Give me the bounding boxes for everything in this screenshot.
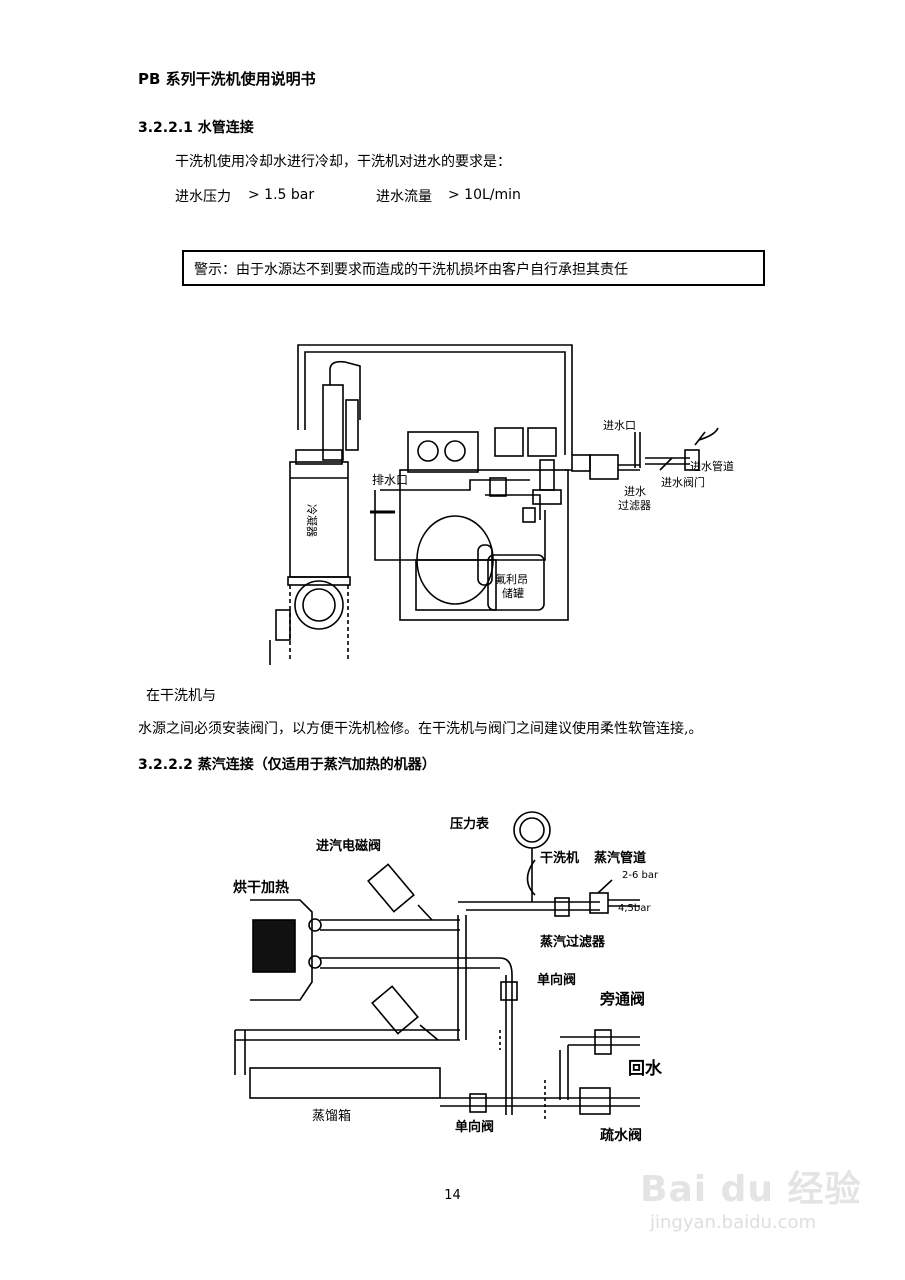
label-inlet-solenoid: 进汽电磁阀 bbox=[316, 838, 381, 854]
label-inlet-filter-line1: 进水 bbox=[624, 485, 646, 498]
label-freon-line1: 氟利昂 bbox=[495, 573, 528, 586]
label-inlet: 进水口 bbox=[603, 419, 636, 432]
label-drain: 排水口 bbox=[372, 473, 408, 487]
label-condenser: 冷凝器 bbox=[305, 504, 319, 537]
pressure-value: > 1.5 bar bbox=[248, 187, 315, 203]
label-machine: 干洗机 bbox=[540, 850, 579, 866]
paragraph-line2: 水源之间必须安装阀门，以方便干洗机检修。在干洗机与阀门之间建议使用柔性软管连接,… bbox=[138, 721, 703, 737]
page-number: 14 bbox=[444, 1188, 461, 1203]
warning-box: 警示：由于水源达不到要求而造成的干洗机损坏由客户自行承担其责任 bbox=[182, 250, 765, 286]
label-range-2: 4,5bar bbox=[618, 903, 651, 914]
label-drain-valve: 疏水阀 bbox=[600, 1127, 642, 1144]
label-check-valve-top: 单向阀 bbox=[537, 972, 576, 988]
warning-text: 警示：由于水源达不到要求而造成的干洗机损坏由客户自行承担其责任 bbox=[194, 262, 628, 278]
pressure-label: 进水压力 bbox=[175, 189, 231, 205]
flow-label: 进水流量 bbox=[376, 189, 432, 205]
label-inlet-filter-line2: 过滤器 bbox=[618, 499, 651, 512]
water-requirements-intro: 干洗机使用冷却水进行冷却，干洗机对进水的要求是： bbox=[175, 154, 511, 170]
label-dryer-heating: 烘干加热 bbox=[233, 879, 289, 896]
label-freon-line2: 储罐 bbox=[502, 586, 524, 600]
baidu-watermark-logo: Bai du 经验 bbox=[640, 1169, 862, 1210]
flow-value: > 10L/min bbox=[448, 187, 521, 203]
section-heading-steam: 3.2.2.2 蒸汽连接（仅适用于蒸汽加热的机器） bbox=[138, 757, 436, 773]
document-header: PB 系列干洗机使用说明书 bbox=[138, 70, 316, 88]
label-steam-filter: 蒸汽过滤器 bbox=[540, 934, 606, 950]
label-distill-box: 蒸馏箱 bbox=[312, 1108, 351, 1124]
label-return-water: 回水 bbox=[628, 1058, 663, 1079]
label-check-valve-bottom: 单向阀 bbox=[455, 1119, 494, 1135]
label-bypass-valve: 旁通阀 bbox=[599, 990, 645, 1008]
section-heading-water: 3.2.2.1 水管连接 bbox=[138, 120, 254, 136]
label-inlet-pipe: 进水管道 bbox=[690, 459, 734, 473]
baidu-watermark-url: jingyan.baidu.com bbox=[650, 1212, 817, 1233]
label-steam-pipe: 蒸汽管道 bbox=[594, 850, 646, 866]
label-range-1: 2-6 bar bbox=[622, 870, 659, 881]
paragraph-line1: 在干洗机与 bbox=[146, 688, 216, 704]
label-pressure-gauge: 压力表 bbox=[450, 816, 490, 832]
label-inlet-valve: 进水阀门 bbox=[661, 475, 705, 489]
